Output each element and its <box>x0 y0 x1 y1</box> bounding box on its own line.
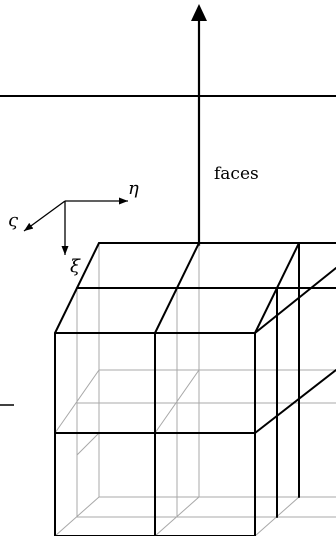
cube-mesh <box>54 242 336 536</box>
faces-arrow-head <box>191 4 207 21</box>
visible-edges <box>54 242 336 536</box>
faces-label: faces <box>214 164 259 184</box>
coordinate-axes: η ξ ς <box>8 178 139 277</box>
eta-label: η <box>128 178 139 199</box>
zeta-label: ς <box>8 210 19 231</box>
zeta-axis <box>23 200 66 232</box>
xi-label: ξ <box>70 256 81 277</box>
hidden-edges <box>54 242 336 536</box>
faces-arrow <box>191 4 207 246</box>
